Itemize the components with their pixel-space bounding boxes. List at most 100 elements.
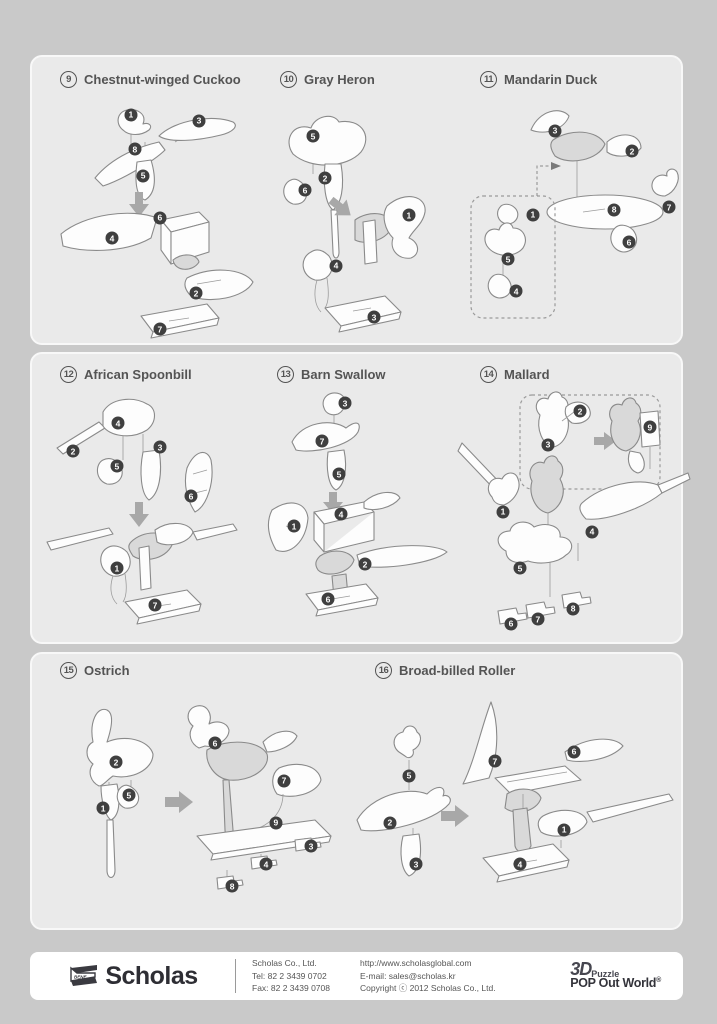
diagram-title-14: 14 Mallard <box>480 366 550 383</box>
diagram-african-spoonbill: 4 2 3 5 6 1 7 <box>46 390 257 640</box>
footer-bar: BENE Scholas Scholas Co., Ltd. Tel: 82 2… <box>30 952 683 1000</box>
part-number-badge: 4 <box>111 416 125 430</box>
part-number-badge: 1 <box>110 561 124 575</box>
footer-contact-info: http://www.scholasglobal.com E-mail: sal… <box>360 957 496 995</box>
part-number-badge: 7 <box>148 598 162 612</box>
part-number-badge: 7 <box>277 774 291 788</box>
pow-puzzle-text: Puzzle <box>591 968 620 979</box>
diagram-number-badge: 15 <box>60 662 77 679</box>
part-number-badge: 8 <box>607 203 621 217</box>
diagram-number-badge: 13 <box>277 366 294 383</box>
part-number-badge: 4 <box>259 857 273 871</box>
part-number-badge: 2 <box>66 444 80 458</box>
diagram-art-mallard <box>457 391 691 625</box>
pow-name-text: POP Out World® <box>570 975 661 990</box>
registered-mark: ® <box>656 976 661 984</box>
diagram-title-text: Gray Heron <box>304 72 375 87</box>
logo-mark-text: BENE <box>74 975 88 980</box>
part-number-badge: 2 <box>318 171 332 185</box>
part-number-badge: 8 <box>128 142 142 156</box>
company-name: Scholas Co., Ltd. <box>252 958 317 969</box>
part-number-badge: 4 <box>513 857 527 871</box>
part-number-badge: 2 <box>109 755 123 769</box>
part-number-badge: 3 <box>548 124 562 138</box>
diagram-title-text: Broad-billed Roller <box>399 663 516 678</box>
company-fax: Fax: 82 2 3439 0708 <box>252 983 330 994</box>
diagram-title-text: Ostrich <box>84 663 130 678</box>
part-number-badge: 3 <box>367 310 381 324</box>
part-number-badge: 5 <box>402 769 416 783</box>
company-copyright: Copyright ⓒ 2012 Scholas Co., Ltd. <box>359 983 496 994</box>
part-number-badge: 6 <box>321 592 335 606</box>
part-number-badge: 1 <box>496 505 510 519</box>
part-number-badge: 5 <box>110 459 124 473</box>
part-number-badge: 3 <box>541 438 555 452</box>
part-number-badge: 1 <box>287 519 301 533</box>
company-tel: Tel: 82 2 3439 0702 <box>252 970 327 981</box>
part-number-badge: 4 <box>329 259 343 273</box>
part-number-badge: 6 <box>622 235 636 249</box>
part-number-badge: 2 <box>625 144 639 158</box>
part-number-badge: 5 <box>513 561 527 575</box>
part-number-badge: 7 <box>488 754 502 768</box>
part-number-badge: 6 <box>208 736 222 750</box>
part-number-badge: 4 <box>105 231 119 245</box>
part-number-badge: 3 <box>409 857 423 871</box>
company-website: http://www.scholasglobal.com <box>359 958 472 969</box>
part-number-badge: 4 <box>585 525 599 539</box>
part-number-badge: 5 <box>501 252 515 266</box>
part-number-badge: 1 <box>124 108 138 122</box>
diagram-title-text: African Spoonbill <box>84 367 192 382</box>
diagram-title-text: Chestnut-winged Cuckoo <box>84 72 241 87</box>
pop-out-world-logo: 3DPuzzle POP Out World® <box>570 960 661 990</box>
diagram-title-text: Mandarin Duck <box>504 72 598 87</box>
part-number-badge: 9 <box>269 816 283 830</box>
part-number-badge: 3 <box>153 440 167 454</box>
part-number-badge: 1 <box>557 823 571 837</box>
diagram-title-11: 11 Mandarin Duck <box>480 71 597 88</box>
part-number-badge: 8 <box>225 879 239 893</box>
part-number-badge: 6 <box>298 183 312 197</box>
scholas-logo-icon: BENE <box>70 965 98 986</box>
part-number-badge: 6 <box>504 617 518 631</box>
diagram-title-9: 9 Chestnut-winged Cuckoo <box>60 71 241 88</box>
diagram-art-roller <box>356 701 674 883</box>
diagram-art-swallow <box>267 392 448 617</box>
part-number-badge: 6 <box>184 489 198 503</box>
pow-3d-text: 3D <box>570 958 592 979</box>
diagram-number-badge: 9 <box>60 71 77 88</box>
part-number-badge: 8 <box>566 602 580 616</box>
diagram-art-heron <box>283 115 426 333</box>
diagram-art-ostrich <box>86 705 332 890</box>
part-number-badge: 1 <box>402 208 416 222</box>
pow-logo-top: 3DPuzzle <box>570 960 661 979</box>
brand-name: Scholas <box>105 961 198 990</box>
part-number-badge: 2 <box>189 286 203 300</box>
footer-divider <box>235 959 236 993</box>
part-number-badge: 6 <box>153 211 167 225</box>
diagram-title-10: 10 Gray Heron <box>280 71 375 88</box>
part-number-badge: 3 <box>192 114 206 128</box>
part-number-badge: 6 <box>567 745 581 759</box>
part-number-badge: 7 <box>315 434 329 448</box>
diagram-number-badge: 14 <box>480 366 497 383</box>
part-number-badge: 9 <box>643 420 657 434</box>
diagram-art-spoonbill <box>46 398 238 625</box>
diagram-title-16: 16 Broad-billed Roller <box>375 662 515 679</box>
part-number-badge: 1 <box>526 208 540 222</box>
diagram-title-13: 13 Barn Swallow <box>277 366 386 383</box>
diagram-title-15: 15 Ostrich <box>60 662 130 679</box>
part-number-badge: 7 <box>531 612 545 626</box>
part-number-badge: 5 <box>122 788 136 802</box>
company-email: E-mail: sales@scholas.kr <box>359 970 456 981</box>
diagram-title-text: Barn Swallow <box>301 367 386 382</box>
part-number-badge: 5 <box>332 467 346 481</box>
